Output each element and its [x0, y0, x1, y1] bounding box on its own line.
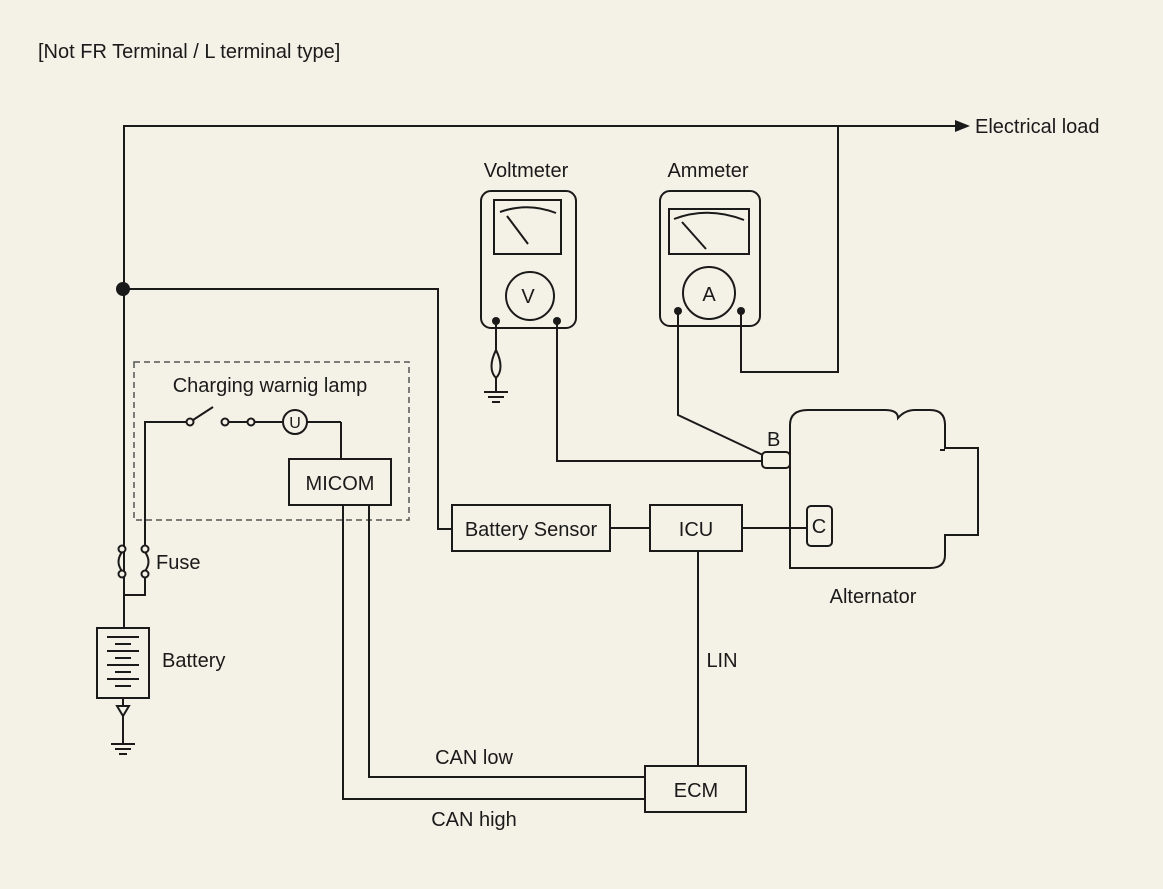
main-wire — [123, 120, 970, 595]
icu-label: ICU — [679, 519, 713, 541]
ecm-box — [644, 765, 747, 813]
lamp-group-border — [133, 361, 410, 521]
voltmeter-symbol: V — [521, 286, 535, 308]
voltmeter-b-wire — [556, 321, 765, 462]
junction-dot — [116, 282, 130, 296]
ammeter-load-wire — [740, 126, 839, 373]
can-high-label: CAN high — [431, 809, 517, 831]
alternator-icon — [761, 409, 979, 569]
voltmeter-label: Voltmeter — [484, 160, 569, 182]
battery-sensor-box — [451, 504, 611, 552]
terminal-c-label: C — [812, 516, 826, 538]
fuse-icon — [117, 544, 150, 628]
ammeter-symbol: A — [702, 284, 716, 306]
ammeter-b-wire — [677, 311, 766, 457]
terminal-b-label: B — [767, 429, 780, 451]
can-high-wire — [342, 505, 645, 800]
micom-label: MICOM — [306, 473, 375, 495]
lin-label: LIN — [706, 650, 737, 672]
battery-icon — [96, 627, 150, 699]
ammeter — [659, 190, 761, 327]
voltmeter-ground-icon — [484, 321, 508, 403]
fuse-label: Fuse — [156, 552, 200, 574]
sensor-wire — [124, 288, 455, 530]
diagram-header: [Not FR Terminal / L terminal type] — [38, 41, 340, 63]
can-low-label: CAN low — [435, 747, 513, 769]
icu-box — [649, 504, 743, 552]
ammeter-label: Ammeter — [667, 160, 748, 182]
can-low-wire — [368, 505, 645, 778]
switch-icon — [192, 406, 214, 421]
lamp-symbol: U — [289, 415, 301, 432]
battery-label: Battery — [162, 650, 225, 672]
alternator-label: Alternator — [830, 586, 917, 608]
ecm-label: ECM — [674, 780, 718, 802]
lamp-group-label: Charging warnig lamp — [173, 375, 368, 397]
lamp-circuit — [144, 406, 342, 545]
voltmeter — [480, 190, 577, 329]
battery-sensor-label: Battery Sensor — [465, 519, 598, 541]
micom-box — [288, 458, 392, 506]
battery-ground-icon — [111, 698, 135, 755]
electrical-load-label: Electrical load — [975, 116, 1100, 138]
